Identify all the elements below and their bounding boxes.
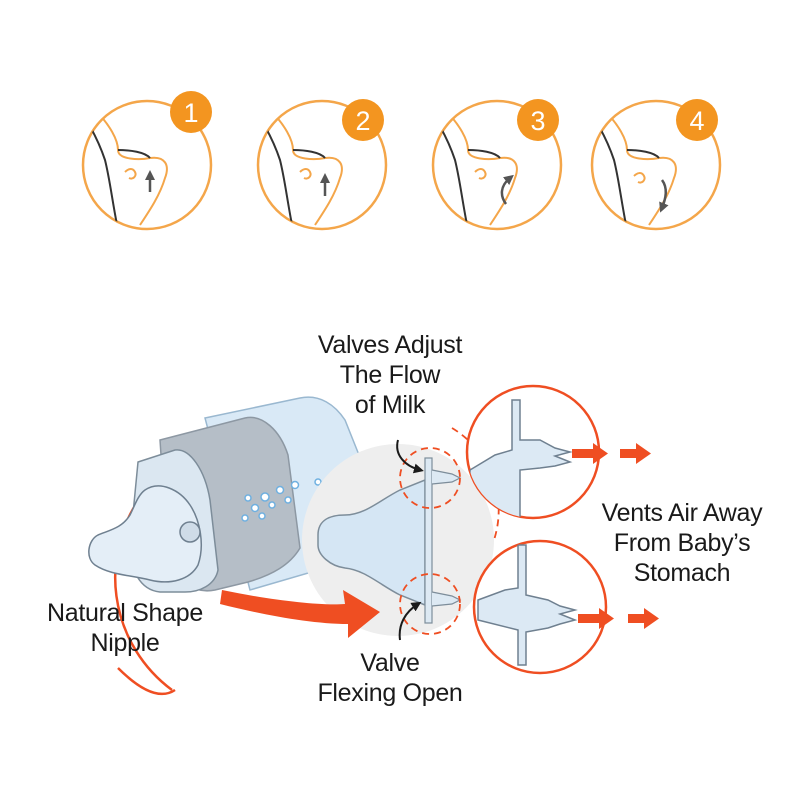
step-4-number: 4 (689, 106, 704, 136)
natural-shape-line-1: Natural Shape (47, 599, 203, 627)
valve-zoom-bottom (472, 539, 608, 675)
vent-arrows (572, 443, 659, 629)
nipple-cross-section (302, 427, 500, 636)
natural-shape-label: Natural Shape Nipple (30, 598, 220, 658)
vents-air-label: Vents Air Away From Baby’s Stomach (592, 498, 772, 588)
air-bubbles (241, 478, 322, 522)
valve-flexing-label: Valve Flexing Open (300, 648, 480, 708)
natural-shape-line-2: Nipple (90, 629, 160, 657)
step-4-illustration: 4 (590, 99, 722, 231)
top-valve-dashed-circle (399, 447, 461, 509)
step-1-badge (170, 91, 212, 133)
step-1-illustration: 1 (81, 91, 213, 231)
flow-arrow (220, 590, 380, 638)
step-2-number: 2 (355, 106, 370, 136)
bottom-valve-dashed-circle (399, 573, 461, 635)
valve-flexing-line-2: Flexing Open (317, 679, 463, 707)
step-3-arrow-icon (500, 174, 514, 205)
vents-air-line-2: From Baby’s (613, 529, 751, 557)
step-4-arrow-icon (659, 179, 669, 213)
valve-flex-pointer-icon (398, 601, 422, 641)
vents-air-line-3: Stomach (633, 559, 731, 587)
valves-adjust-line-3: of Milk (354, 391, 426, 419)
step-3-illustration: 3 (431, 99, 563, 231)
step-2-badge (342, 99, 384, 141)
step-4-badge (676, 99, 718, 141)
step-2-illustration: 2 (256, 99, 388, 231)
bottle-illustration (88, 396, 371, 593)
valves-pointer-icon (396, 439, 424, 474)
step-3-number: 3 (530, 106, 545, 136)
vents-air-line-1: Vents Air Away (601, 499, 763, 527)
valves-adjust-label: Valves Adjust The Flow of Milk (300, 330, 480, 420)
valves-adjust-line-2: The Flow (339, 361, 441, 389)
valves-adjust-line-1: Valves Adjust (317, 331, 463, 359)
step-3-badge (517, 99, 559, 141)
step-circle (81, 99, 213, 231)
valve-flexing-line-1: Valve (360, 649, 420, 677)
step-1-number: 1 (183, 98, 198, 128)
